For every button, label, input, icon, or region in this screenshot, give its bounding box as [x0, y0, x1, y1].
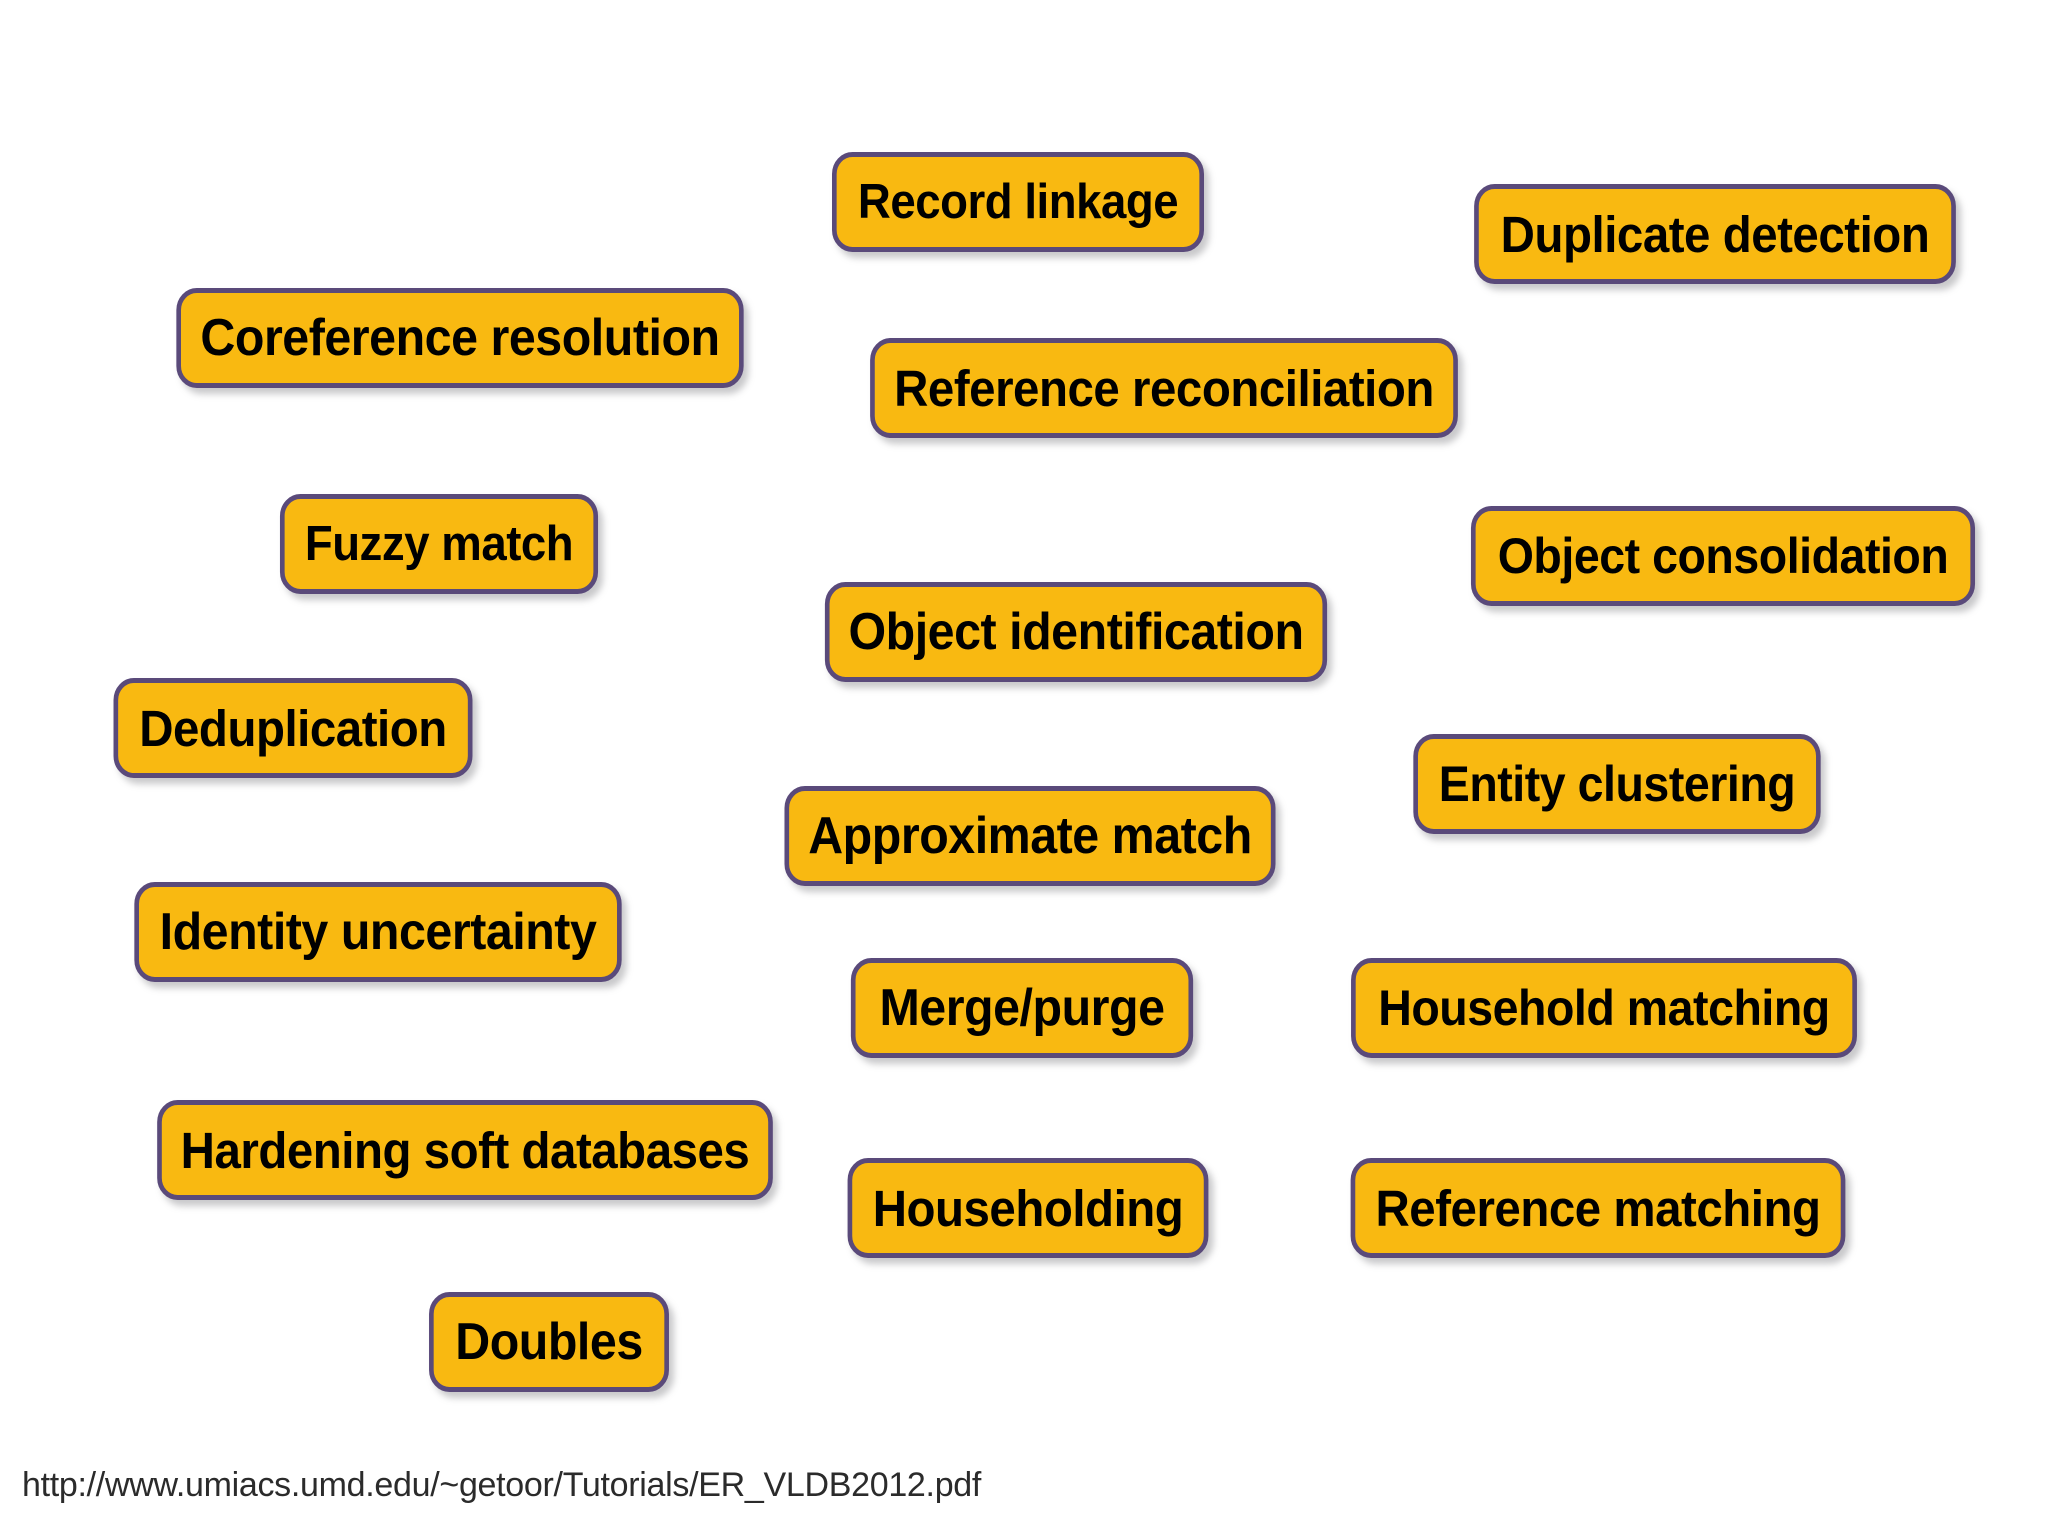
- term-box-label: Approximate match: [808, 807, 1252, 865]
- term-box[interactable]: Approximate match: [784, 786, 1276, 886]
- term-box[interactable]: Hardening soft databases: [157, 1100, 773, 1200]
- term-box-label: Entity clustering: [1438, 756, 1796, 812]
- term-box-label: Object identification: [848, 603, 1304, 661]
- term-box-label: Reference reconciliation: [894, 359, 1434, 417]
- term-box[interactable]: Fuzzy match: [279, 494, 599, 594]
- term-box-label: Hardening soft databases: [180, 1121, 750, 1179]
- term-box-label: Householding: [872, 1179, 1184, 1237]
- term-box[interactable]: Entity clustering: [1413, 734, 1821, 834]
- term-box[interactable]: Reference reconciliation: [870, 338, 1458, 438]
- term-box-label: Doubles: [455, 1313, 643, 1371]
- term-box-label: Fuzzy match: [304, 516, 574, 571]
- term-box-label: Record linkage: [857, 174, 1179, 229]
- term-box-label: Object consolidation: [1497, 528, 1949, 584]
- term-box[interactable]: Household matching: [1351, 958, 1857, 1058]
- term-box-label: Deduplication: [139, 699, 447, 757]
- term-box[interactable]: Duplicate detection: [1474, 184, 1956, 284]
- term-box[interactable]: Reference matching: [1350, 1158, 1846, 1258]
- term-box[interactable]: Householding: [847, 1158, 1209, 1258]
- term-box-label: Reference matching: [1375, 1179, 1821, 1237]
- term-box[interactable]: Merge/purge: [850, 958, 1194, 1058]
- term-box-label: Coreference resolution: [200, 309, 720, 367]
- term-box[interactable]: Object identification: [824, 582, 1328, 682]
- source-url-text: http://www.umiacs.umd.edu/~getoor/Tutori…: [22, 1466, 982, 1504]
- term-box-label: Merge/purge: [879, 979, 1165, 1037]
- term-box-label: Identity uncertainty: [159, 903, 597, 961]
- term-box[interactable]: Identity uncertainty: [134, 882, 622, 982]
- term-box[interactable]: Doubles: [429, 1292, 669, 1392]
- term-box-label: Household matching: [1378, 980, 1830, 1036]
- term-box-label: Duplicate detection: [1500, 205, 1930, 263]
- term-box[interactable]: Coreference resolution: [176, 288, 744, 388]
- term-box[interactable]: Record linkage: [832, 152, 1204, 252]
- term-box[interactable]: Object consolidation: [1470, 506, 1976, 606]
- term-box[interactable]: Deduplication: [113, 678, 473, 778]
